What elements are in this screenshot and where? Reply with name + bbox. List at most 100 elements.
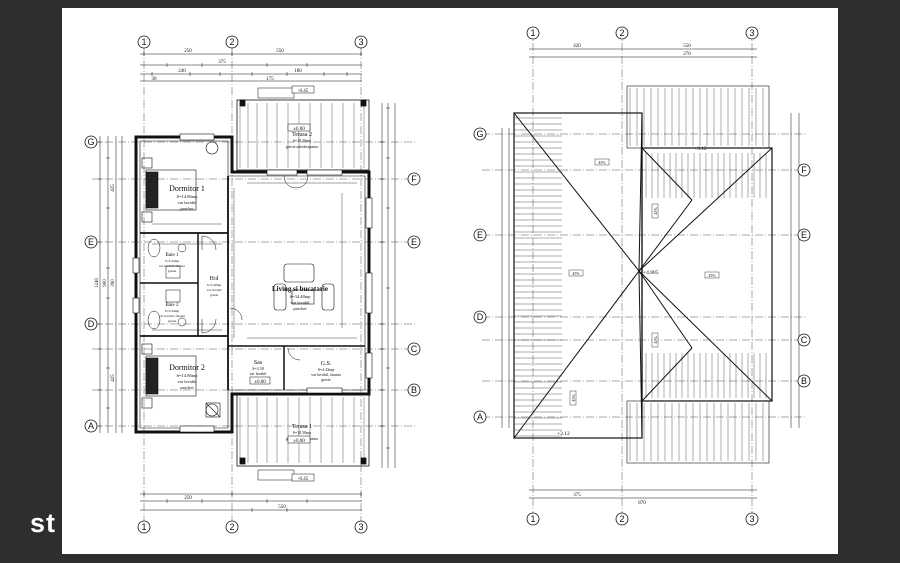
room-name-living: Living si bucatarie <box>272 285 328 293</box>
axis-label-e-right: E <box>411 237 417 247</box>
dim-bottom-left: 250 <box>184 496 192 501</box>
room-floor-baie-1: gresie <box>168 269 177 273</box>
room-floor-terasa-2: gresie antiderapanta <box>286 144 318 149</box>
room-area-terasa-1: S=10.50mp <box>293 430 312 435</box>
room-area-sas: S=3.30 <box>252 366 263 371</box>
roof-dim-bottom-total: 870 <box>638 501 646 506</box>
dim-top-left: 250 <box>184 49 192 54</box>
roof-axis-labels: 1 2 3 1 2 3 G F E E D C B A <box>476 28 807 524</box>
room-labels: Dormitor 1 S=14.86mp var lavabil parchet… <box>159 132 341 441</box>
room-area-terasa-2: S=10.50mp <box>293 138 312 143</box>
roof-slope-1: 45% <box>598 160 606 165</box>
room-finish-hol: var lavabil <box>207 288 222 292</box>
roof-elev-ridge: +4.885 <box>643 270 659 276</box>
room-name-baie-1: Baie 1 <box>166 253 179 258</box>
axis-label-d: D <box>88 319 95 329</box>
dim-left-center: 390 <box>111 279 116 287</box>
dim-top-fifth: 175 <box>266 77 274 82</box>
room-floor-baie-2: gresie <box>168 319 177 323</box>
roof-axis-c: C <box>801 335 808 345</box>
floor-plan-dimensions: 550 250 375 240 180 175 30 550 250 <box>152 49 303 510</box>
room-area-dormitor-1: S=14.86mp <box>177 194 199 199</box>
dim-left-middle: 900 <box>103 279 108 287</box>
room-floor-living: parchet <box>293 306 307 311</box>
level-sas: ±0.00 <box>254 380 266 385</box>
floor-plan <box>92 48 417 523</box>
dim-top-second: 375 <box>218 60 226 65</box>
axis-label-e-left: E <box>88 237 94 247</box>
roof-elev-top: +3.12 <box>694 146 707 152</box>
room-floor-gs: gresie <box>321 377 331 382</box>
axis-label-1-bottom: 1 <box>141 522 146 532</box>
roof-plan <box>482 30 807 523</box>
roof-axis-1-bottom: 1 <box>530 514 535 524</box>
room-floor-hol: gresie <box>210 293 219 297</box>
room-name-dormitor-2: Dormitor 2 <box>169 363 205 372</box>
roof-elevations: +3.12 +4.885 +3.12 <box>557 146 707 437</box>
roof-slope-3: 45% <box>708 273 716 278</box>
room-finish-dormitor-2: var lavabil <box>177 379 197 384</box>
room-name-terasa-1: Terasa 1 <box>292 424 312 430</box>
room-floor-dormitor-2: parchet <box>180 385 194 390</box>
room-name-sas: Sas <box>254 360 263 366</box>
room-area-baie-1: S=3.44mp <box>165 259 180 263</box>
roof-slope-5: 45% <box>653 336 658 344</box>
room-finish-baie-2: var lavabil, faianta <box>159 314 186 319</box>
room-floor-dormitor-1: parchet <box>180 206 194 211</box>
level-terasa-1: ±0.00 <box>293 439 305 444</box>
room-name-gs: G.S. <box>321 361 332 367</box>
room-name-dormitor-1: Dormitor 1 <box>169 184 205 193</box>
roof-dim-top-second: 270 <box>683 52 691 57</box>
roof-dimensions: 420 550 270 375 870 <box>573 44 691 506</box>
room-name-hol: Hol <box>210 276 219 282</box>
room-area-dormitor-2: S=14.86mp <box>177 373 199 378</box>
architectural-plans: 1 2 3 1 2 3 G F E E D C B A 550 250 375 … <box>84 26 811 534</box>
room-finish-sas: var lavabil <box>250 371 268 376</box>
level-top-step: -0.45 <box>298 89 309 94</box>
roof-dim-top-left: 420 <box>573 44 581 49</box>
roof-elev-bottom: +3.12 <box>557 431 570 437</box>
dim-left-total: 1240 <box>95 278 100 289</box>
roof-axis-3-bottom: 3 <box>749 514 754 524</box>
roof-axis-a: A <box>477 412 483 422</box>
room-area-hol: S=3.40mp <box>207 283 222 287</box>
roof-axis-2-top: 2 <box>619 28 624 38</box>
roof-axis-3-top: 3 <box>749 28 754 38</box>
axis-label-b: B <box>411 385 417 395</box>
room-area-gs: S=4.43mp <box>318 367 335 372</box>
room-area-baie-2: S=3.44mp <box>165 309 180 313</box>
axis-label-g: G <box>87 137 94 147</box>
room-finish-living: var lavabil <box>290 300 310 305</box>
level-markers: ±0.00 -0.45 ±0.00 ±0.00 -0.45 <box>249 85 315 482</box>
level-bottom-step: -0.45 <box>298 477 309 482</box>
axis-label-1-top: 1 <box>141 37 146 47</box>
level-terasa-2: ±0.00 <box>293 127 305 132</box>
dim-top-sixth: 30 <box>152 77 158 82</box>
roof-axis-f: F <box>801 165 807 175</box>
axis-label-3-bottom: 3 <box>358 522 363 532</box>
roof-axis-2-bottom: 2 <box>619 514 624 524</box>
axis-label-3-top: 3 <box>358 37 363 47</box>
watermark-text: st <box>30 508 57 538</box>
room-name-baie-2: Baie 2 <box>166 303 179 308</box>
dim-left-bottom: 425 <box>111 374 116 382</box>
roof-axis-1-top: 1 <box>530 28 535 38</box>
floor-plan-dimensions-vertical: 1240 900 425 390 425 <box>95 184 116 382</box>
roof-axis-d: D <box>477 312 484 322</box>
roof-axis-bubbles <box>473 26 811 526</box>
roof-axis-e-right: E <box>801 230 807 240</box>
roof-slopes: 45% 45% 45% 45% 45% 45% <box>568 158 720 406</box>
roof-slope-2: 45% <box>572 271 580 276</box>
axis-label-2-top: 2 <box>229 37 234 47</box>
dim-bottom-total: 550 <box>278 505 286 510</box>
dim-top-fourth: 180 <box>294 69 302 74</box>
floor-plan-axis-bubbles <box>84 35 421 534</box>
dim-left-top: 425 <box>111 184 116 192</box>
roof-slope-6: 45% <box>571 394 576 402</box>
roof-axis-e-left: E <box>477 230 483 240</box>
dim-top-total: 550 <box>276 49 284 54</box>
roof-axis-b: B <box>801 376 807 386</box>
room-name-terasa-2: Terasa 2 <box>292 132 312 138</box>
floor-plan-axis-labels: 1 2 3 1 2 3 G F E E D C B A <box>87 37 417 532</box>
room-finish-baie-1: var lavabil, faianta <box>159 264 186 269</box>
